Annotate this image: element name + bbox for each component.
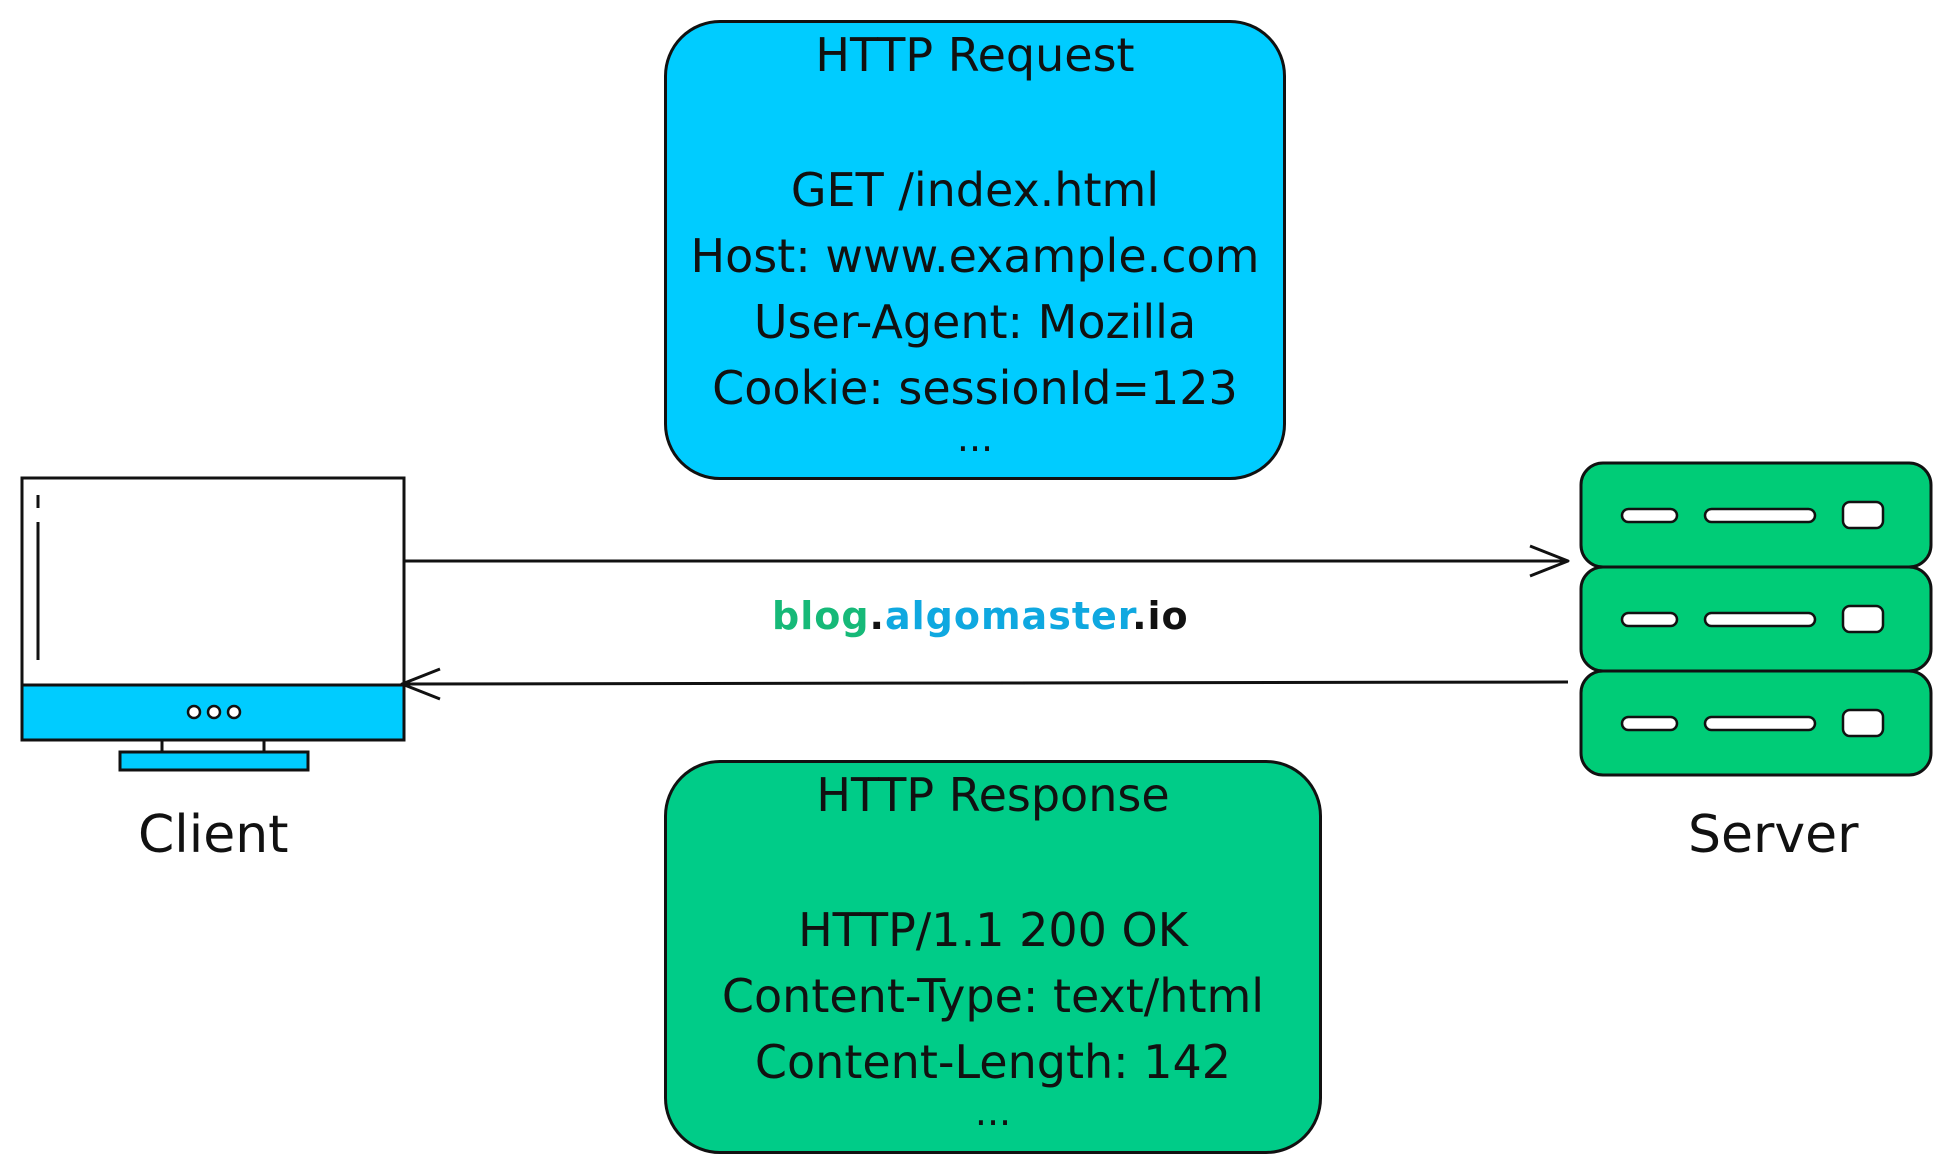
server-unit xyxy=(1579,669,1933,777)
response-ellipsis: ... xyxy=(974,1090,1012,1134)
request-line: Cookie: sessionId=123 xyxy=(712,361,1238,415)
watermark-dot: . xyxy=(1132,594,1148,638)
response-line: Content-Type: text/html xyxy=(721,969,1265,1023)
watermark-io: io xyxy=(1147,594,1189,638)
server-unit xyxy=(1579,565,1933,673)
request-title: HTTP Request xyxy=(815,28,1135,82)
server-label: Server xyxy=(1688,805,1859,865)
watermark-blog: blog xyxy=(772,594,870,638)
http-response-box: HTTP Response HTTP/1.1 200 OK Content-Ty… xyxy=(664,760,1322,1154)
request-ellipsis: ... xyxy=(956,416,994,460)
request-arrow xyxy=(404,544,1570,578)
watermark-dot: . xyxy=(869,594,885,638)
watermark: blog.algomaster.io xyxy=(772,594,1189,638)
monitor-dot xyxy=(226,704,242,720)
server-rack-icon xyxy=(1579,461,1933,777)
response-line: HTTP/1.1 200 OK xyxy=(798,903,1188,957)
http-request-box: HTTP Request GET /index.html Host: www.e… xyxy=(664,20,1286,480)
response-title: HTTP Response xyxy=(816,768,1170,822)
monitor-stand xyxy=(118,750,310,772)
monitor-neck xyxy=(160,738,266,754)
response-arrow xyxy=(400,667,1569,701)
computer-monitor-icon xyxy=(20,476,406,772)
watermark-algomaster: algomaster xyxy=(884,594,1133,638)
monitor-dot xyxy=(206,704,222,720)
response-line: Content-Length: 142 xyxy=(754,1035,1232,1089)
server-unit xyxy=(1579,461,1933,569)
client-label: Client xyxy=(138,805,289,865)
monitor-dot xyxy=(186,704,202,720)
request-line: GET /index.html xyxy=(790,163,1160,217)
request-line: User-Agent: Mozilla xyxy=(753,295,1197,349)
request-line: Host: www.example.com xyxy=(690,229,1260,283)
